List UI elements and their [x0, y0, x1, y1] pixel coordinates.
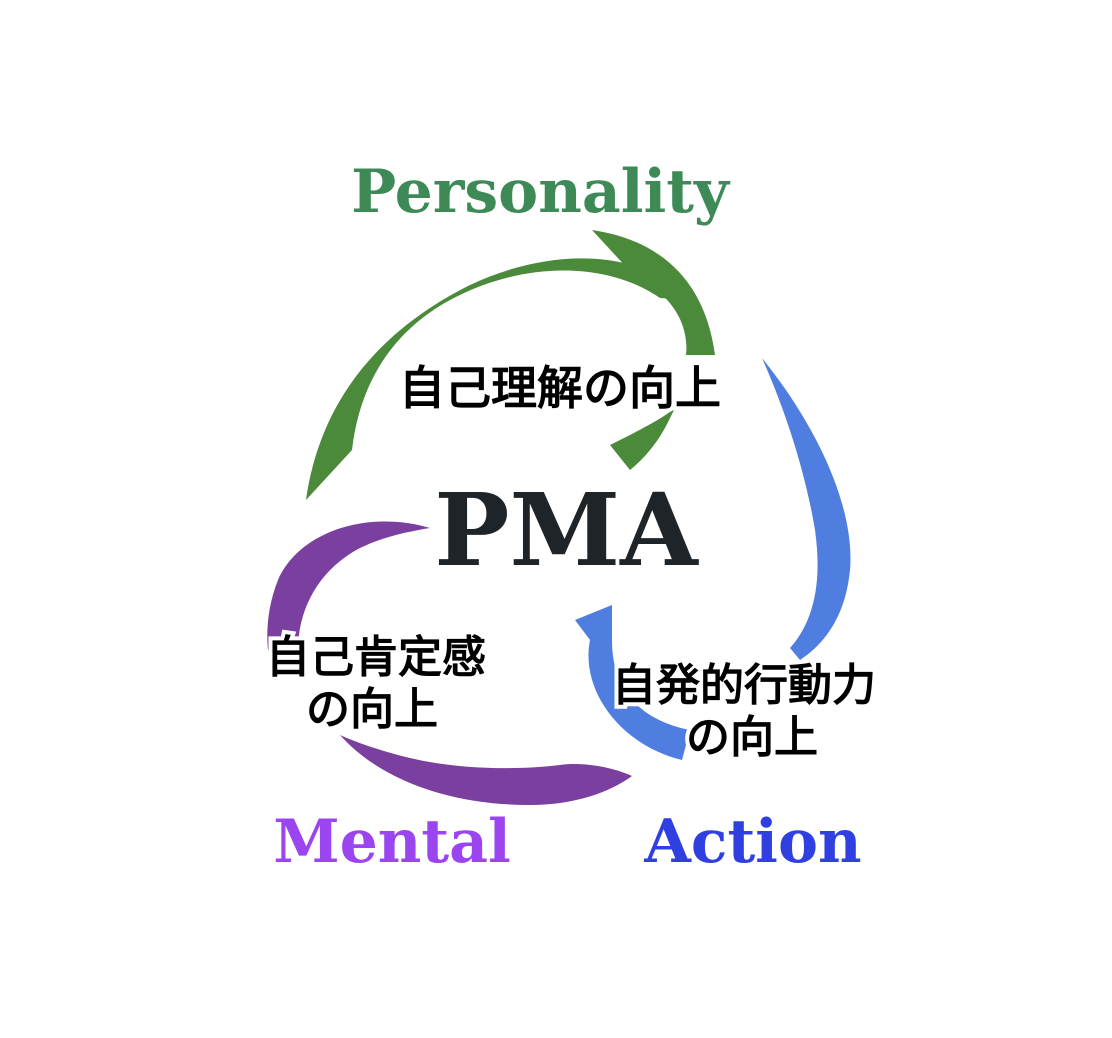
- personality-arrow-tail: [610, 408, 675, 470]
- mental-arrow: [267, 521, 632, 805]
- action-arrow: [575, 358, 851, 760]
- personality-arrow-head: [592, 230, 715, 355]
- mental-title: Mental: [273, 807, 511, 877]
- personality-arrow: [306, 230, 715, 500]
- mental-arrow-upper: [267, 521, 430, 650]
- mental-arrow-lower: [340, 735, 632, 805]
- personality-title: Personality: [351, 157, 731, 227]
- mental-caption-line-2: の向上: [306, 684, 438, 735]
- action-arrow-band: [762, 358, 851, 660]
- action-caption-line-2: の向上: [686, 712, 818, 763]
- center-title: PMA: [434, 471, 699, 589]
- action-title: Action: [643, 807, 861, 877]
- mental-caption-line-1: 自己肯定感: [266, 632, 486, 683]
- action-caption-line-1: 自発的行動力: [612, 660, 876, 711]
- personality-caption: 自己理解の向上: [399, 361, 721, 415]
- action-arrow-inner: [575, 605, 690, 760]
